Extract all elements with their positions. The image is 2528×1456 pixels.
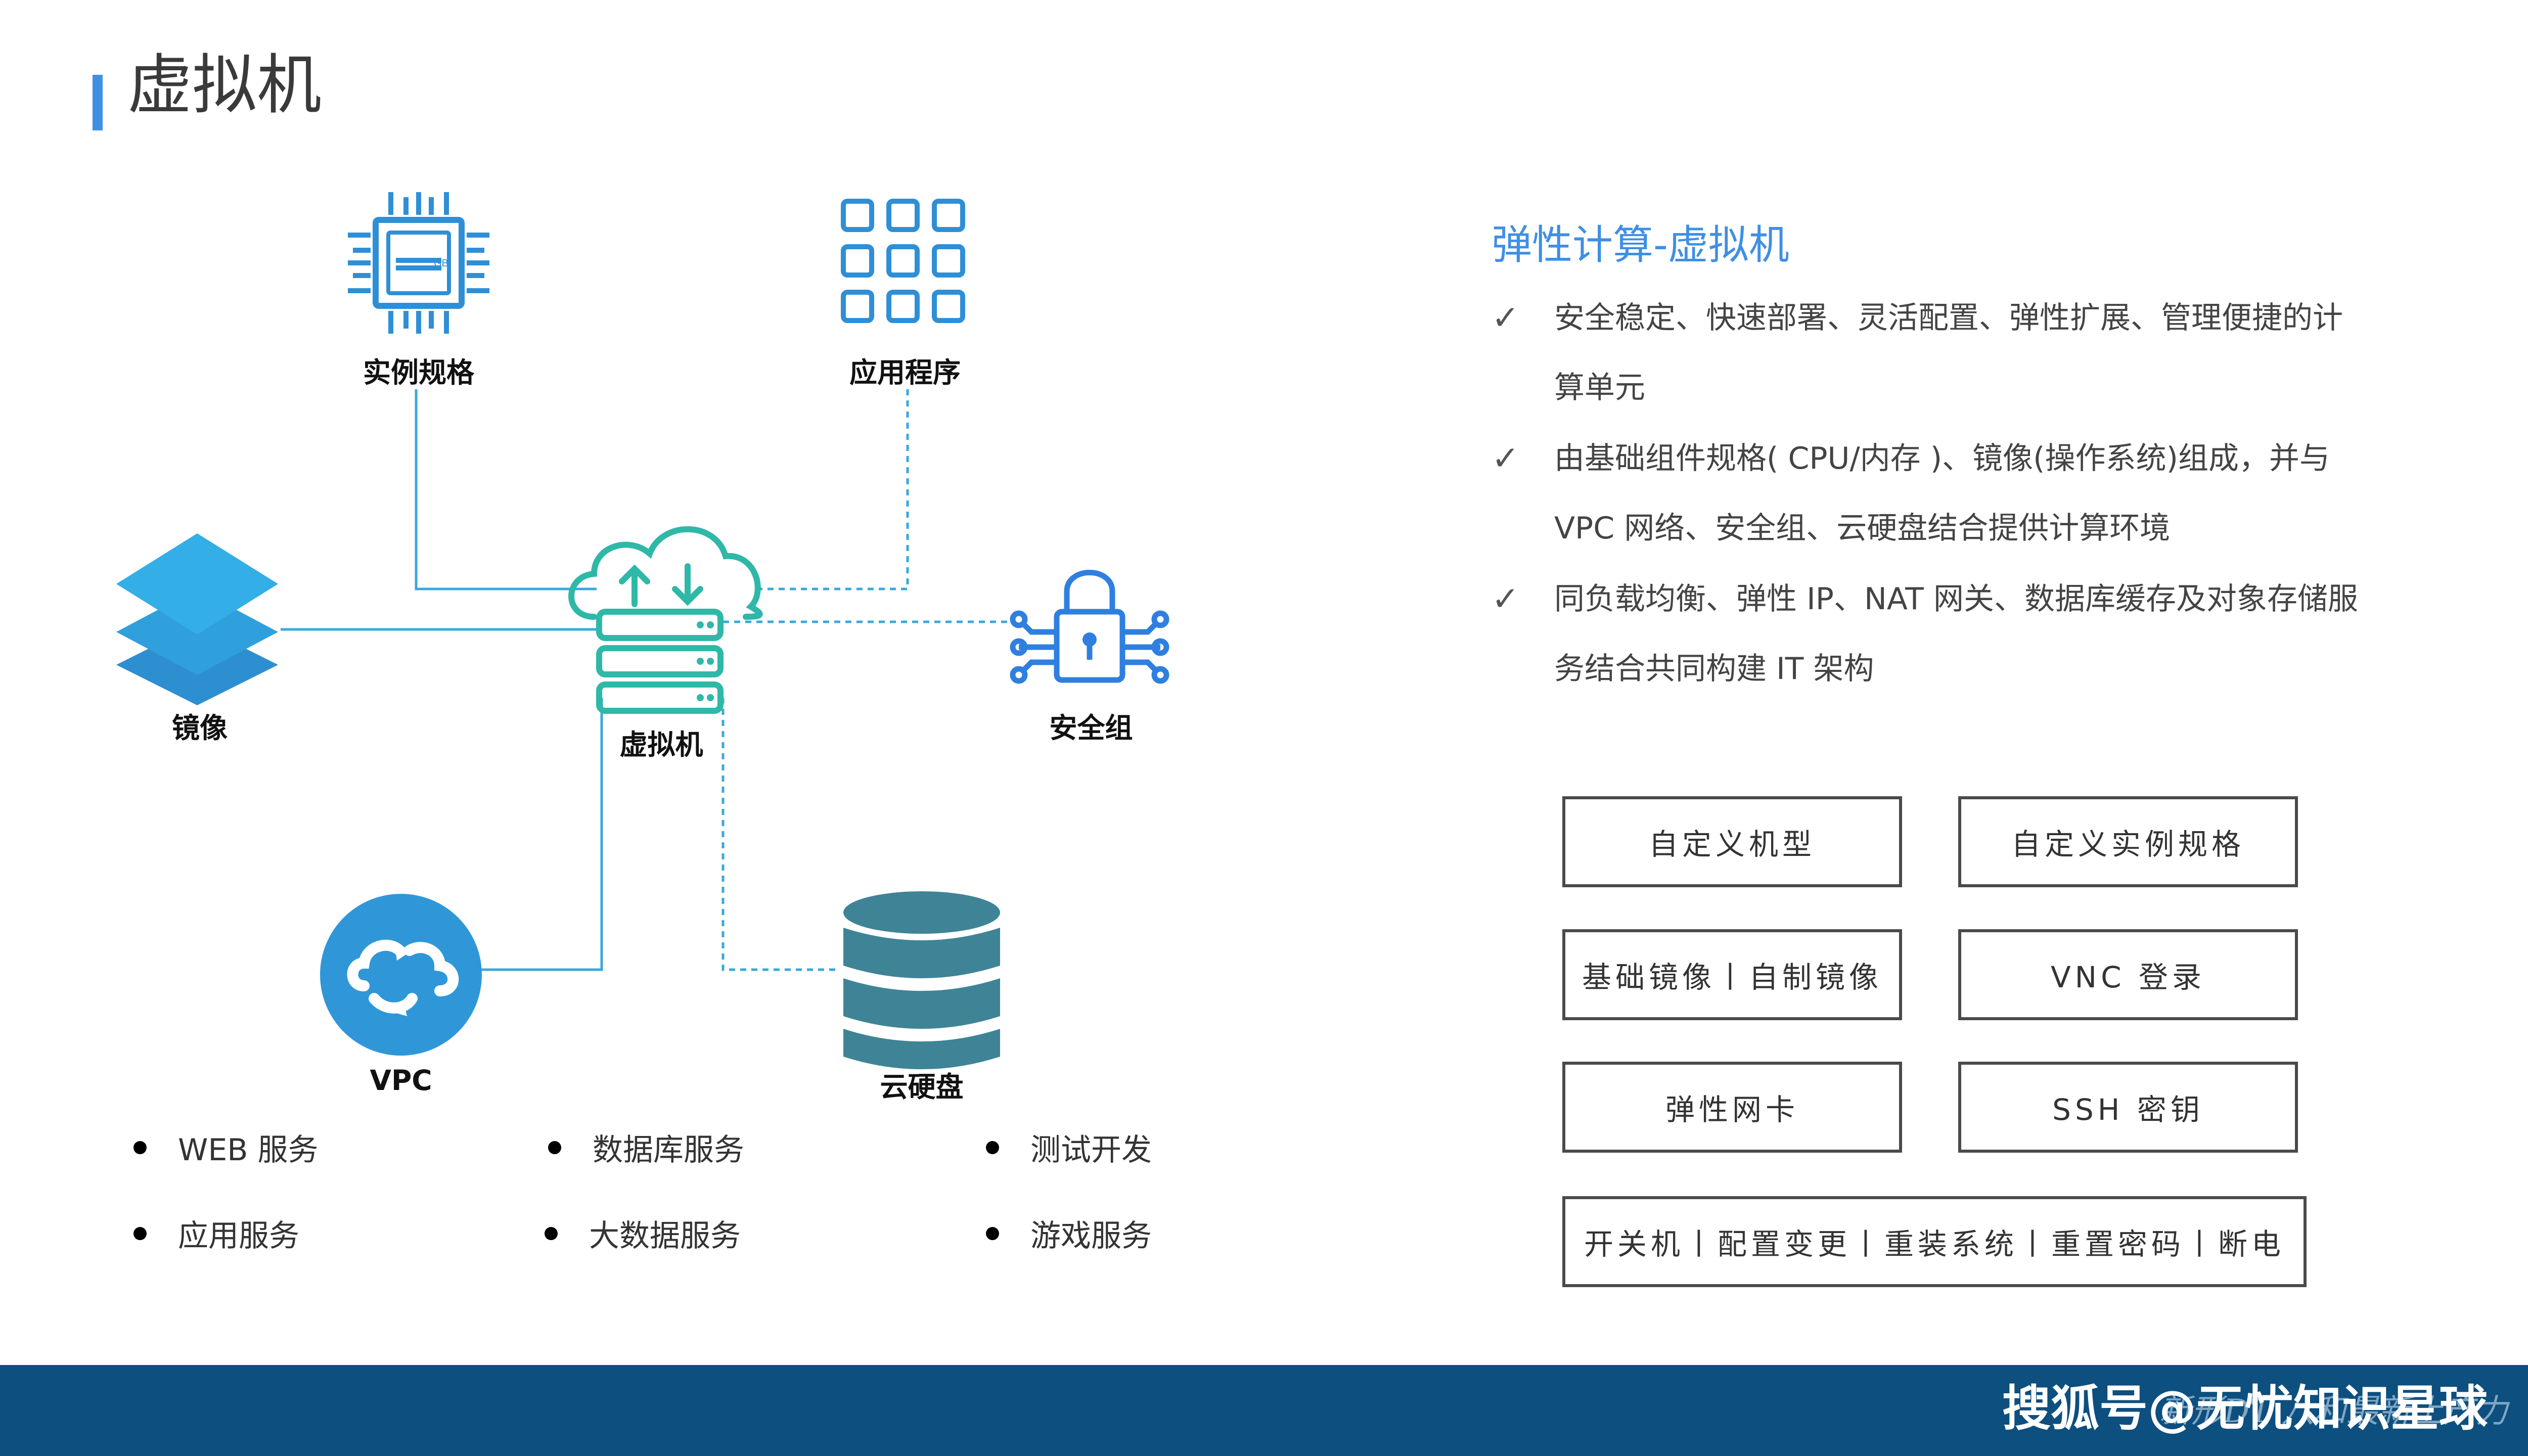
chip-gb-text: GB	[434, 258, 448, 269]
connector-app	[758, 389, 909, 590]
connector-vpc	[480, 698, 603, 971]
use-case-item: 应用服务	[133, 1221, 299, 1251]
use-case-item: 测试开发	[986, 1135, 1152, 1165]
use-case-item: WEB 服务	[133, 1135, 318, 1165]
capability-box-wide: 开关机丨配置变更丨重装系统丨重置密码丨断电	[1562, 1196, 2307, 1287]
node-label-app: 应用程序	[849, 356, 961, 389]
connector-lines	[281, 389, 1011, 971]
layers-icon	[116, 533, 278, 705]
title-accent-bar	[93, 75, 103, 130]
cloud-server-icon	[568, 526, 763, 714]
section-title: 弹性计算-虚拟机	[1492, 221, 1789, 268]
capability-box: VNC 登录	[1958, 929, 2298, 1020]
capability-box: SSH 密钥	[1958, 1062, 2298, 1153]
footer-subtitle: 新形DT 八和最新上产力	[2159, 1393, 2508, 1430]
use-case-item: 游戏服务	[986, 1221, 1152, 1251]
feature-item: ✓ 安全稳定、快速部署、灵活配置、弹性扩展、管理便捷的计算单元	[1492, 283, 2363, 423]
node-label-security-group: 安全组	[1049, 712, 1133, 744]
lock-circuit-icon	[1010, 570, 1169, 684]
footer-bar	[0, 1365, 2528, 1456]
node-label-vm: 虚拟机	[619, 729, 703, 761]
node-label-cloud-disk: 云硬盘	[880, 1071, 964, 1103]
bullet-dot	[133, 1227, 147, 1240]
capability-box: 自定义机型	[1562, 796, 1902, 887]
page-title: 虚拟机	[127, 48, 322, 123]
node-label-instance-spec: 实例规格	[363, 356, 474, 389]
capability-box: 弹性网卡	[1562, 1062, 1902, 1153]
bullet-dot	[986, 1141, 999, 1154]
feature-item: ✓ 由基础组件规格( CPU/内存 )、镜像(操作系统)组成，并与 VPC 网络…	[1492, 424, 2363, 563]
connector-cloud-disk	[721, 698, 839, 971]
capability-box: 基础镜像丨自制镜像	[1562, 929, 1902, 1020]
connector-instance-spec	[415, 389, 597, 590]
database-icon	[843, 891, 1000, 1069]
bullet-dot	[545, 1227, 558, 1240]
node-label-image: 镜像	[171, 712, 228, 744]
bullet-dot	[548, 1141, 561, 1154]
feature-item: ✓ 同负载均衡、弹性 IP、NAT 网关、数据库缓存及对象存储服务结合共同构建 …	[1492, 564, 2363, 704]
check-icon: ✓	[1492, 439, 1520, 478]
capability-box: 自定义实例规格	[1958, 796, 2298, 887]
vpc-sync-icon	[320, 894, 482, 1056]
node-label-vpc: VPC	[370, 1064, 432, 1097]
check-icon: ✓	[1492, 579, 1520, 618]
use-case-item: 大数据服务	[545, 1221, 741, 1251]
footer-watermark: 搜狐号@无忧知识星球	[2002, 1380, 2488, 1437]
app-grid-icon	[841, 199, 965, 323]
bullet-dot	[133, 1141, 147, 1154]
chip-icon: GB	[348, 192, 489, 334]
bullet-dot	[986, 1227, 999, 1240]
use-case-item: 数据库服务	[548, 1135, 744, 1165]
check-icon: ✓	[1492, 298, 1520, 337]
